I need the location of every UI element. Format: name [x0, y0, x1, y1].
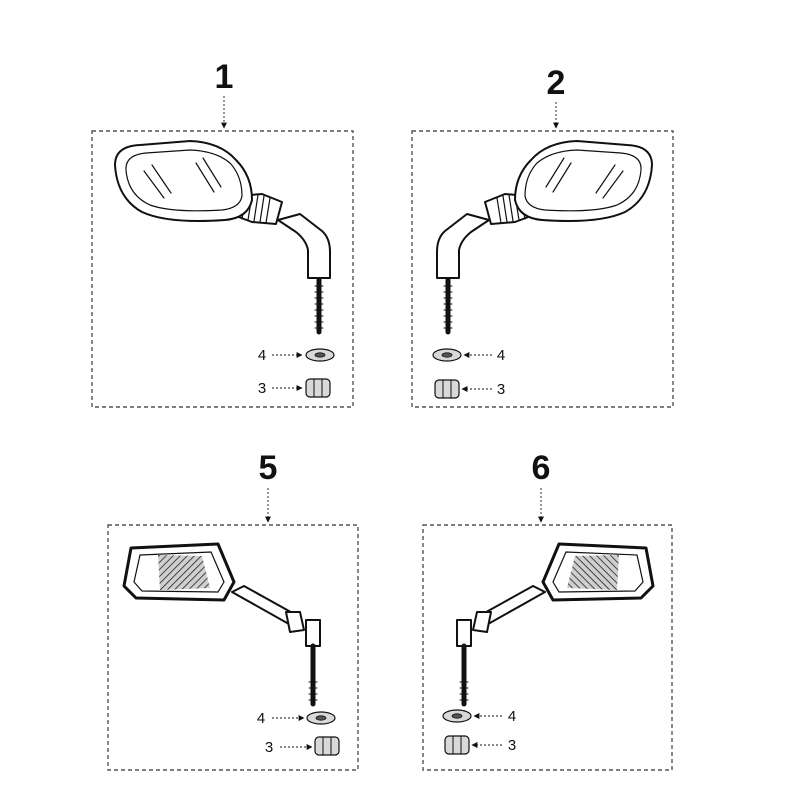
assembly-number-5: 5	[259, 449, 278, 487]
washer-part	[306, 711, 336, 725]
assembly-5: 5 4 3	[107, 449, 359, 771]
part-label-nut: 3	[265, 739, 273, 756]
washer-part	[305, 348, 335, 362]
angular-mirror-left	[457, 544, 653, 704]
part-label-nut: 3	[258, 380, 266, 397]
washer-part	[432, 348, 462, 362]
assembly-number-1: 1	[215, 58, 234, 96]
oval-mirror-left	[437, 141, 652, 332]
part-label-nut: 3	[497, 381, 505, 398]
assembly-number-6: 6	[532, 449, 551, 487]
nut-part	[434, 379, 460, 399]
assembly-number-2: 2	[547, 64, 566, 102]
nut-part	[444, 735, 470, 755]
assembly-6: 6 4 3	[422, 449, 673, 771]
nut-part	[314, 736, 340, 756]
oval-mirror-right	[115, 141, 330, 332]
washer-part	[442, 709, 472, 723]
nut-part	[305, 378, 331, 398]
part-label-nut: 3	[508, 737, 516, 754]
assembly-frame-1	[91, 130, 354, 408]
assembly-1: 1 4 3	[91, 58, 354, 408]
assembly-frame-6	[422, 524, 673, 771]
assembly-frame-5	[107, 524, 359, 771]
part-label-washer: 4	[508, 708, 516, 725]
part-label-washer: 4	[497, 347, 505, 364]
part-label-washer: 4	[257, 710, 265, 727]
assembly-frame-2	[411, 130, 674, 408]
part-label-washer: 4	[258, 347, 266, 364]
angular-mirror-right	[124, 544, 320, 704]
assembly-2: 2 4 3	[411, 64, 674, 408]
